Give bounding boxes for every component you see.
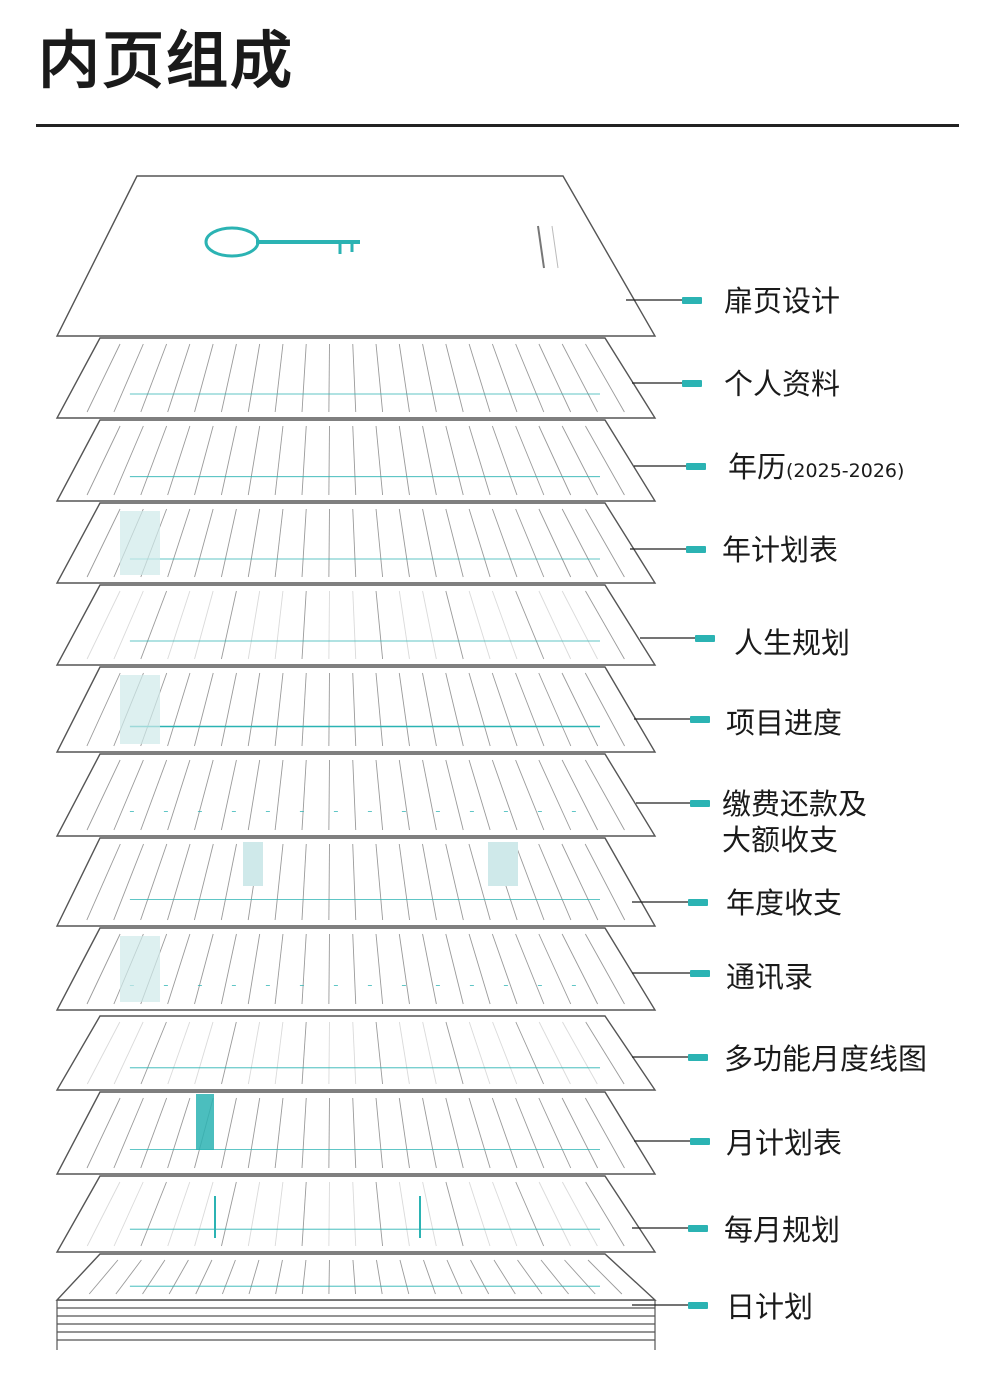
page-sheet — [55, 419, 657, 502]
page-sheet — [55, 337, 657, 419]
section-label-personal-info: 个人资料 — [724, 367, 841, 401]
section-label-annual-budget: 年度收支 — [726, 886, 843, 920]
section-label-monthly-planning: 每月规划 — [724, 1213, 841, 1247]
section-label-flyleaf: 扉页设计 — [724, 284, 841, 318]
page-sheet — [55, 666, 657, 753]
page-sheet — [55, 1253, 657, 1301]
page-sheet — [55, 1015, 657, 1091]
label-marker — [688, 1225, 708, 1232]
page-sheet — [55, 927, 657, 1011]
label-marker — [686, 546, 706, 553]
section-label-daily-plan: 日计划 — [726, 1290, 814, 1324]
section-label-calendar: 年历(2025-2026) — [728, 450, 905, 484]
label-marker — [690, 1138, 710, 1145]
page-sheet — [55, 753, 657, 837]
label-marker — [690, 716, 710, 723]
page-sheet — [55, 584, 657, 666]
section-label-month-plan: 月计划表 — [726, 1126, 843, 1160]
label-marker — [686, 463, 706, 470]
page-sheet — [55, 502, 657, 584]
label-marker — [688, 1054, 708, 1061]
label-marker — [682, 297, 702, 304]
section-label-life-plan: 人生规划 — [734, 626, 851, 660]
label-marker — [690, 970, 710, 977]
label-marker — [688, 1302, 708, 1309]
page-sheet — [55, 1091, 657, 1175]
page-sheet — [55, 837, 657, 927]
section-label-project-progress: 项目进度 — [726, 706, 843, 740]
title-divider — [36, 124, 959, 127]
section-label-year-plan: 年计划表 — [722, 533, 839, 567]
section-label-contacts: 通讯录 — [726, 960, 814, 994]
section-label-monthly-chart: 多功能月度线图 — [724, 1042, 928, 1076]
page-sheet — [55, 175, 657, 337]
label-marker — [695, 635, 715, 642]
page-sheet — [55, 1175, 657, 1253]
section-label-payments: 缴费还款及大额收支 — [722, 787, 868, 857]
label-marker — [690, 800, 710, 807]
label-marker — [682, 380, 702, 387]
page-title: 内页组成 — [38, 24, 295, 97]
label-marker — [688, 899, 708, 906]
